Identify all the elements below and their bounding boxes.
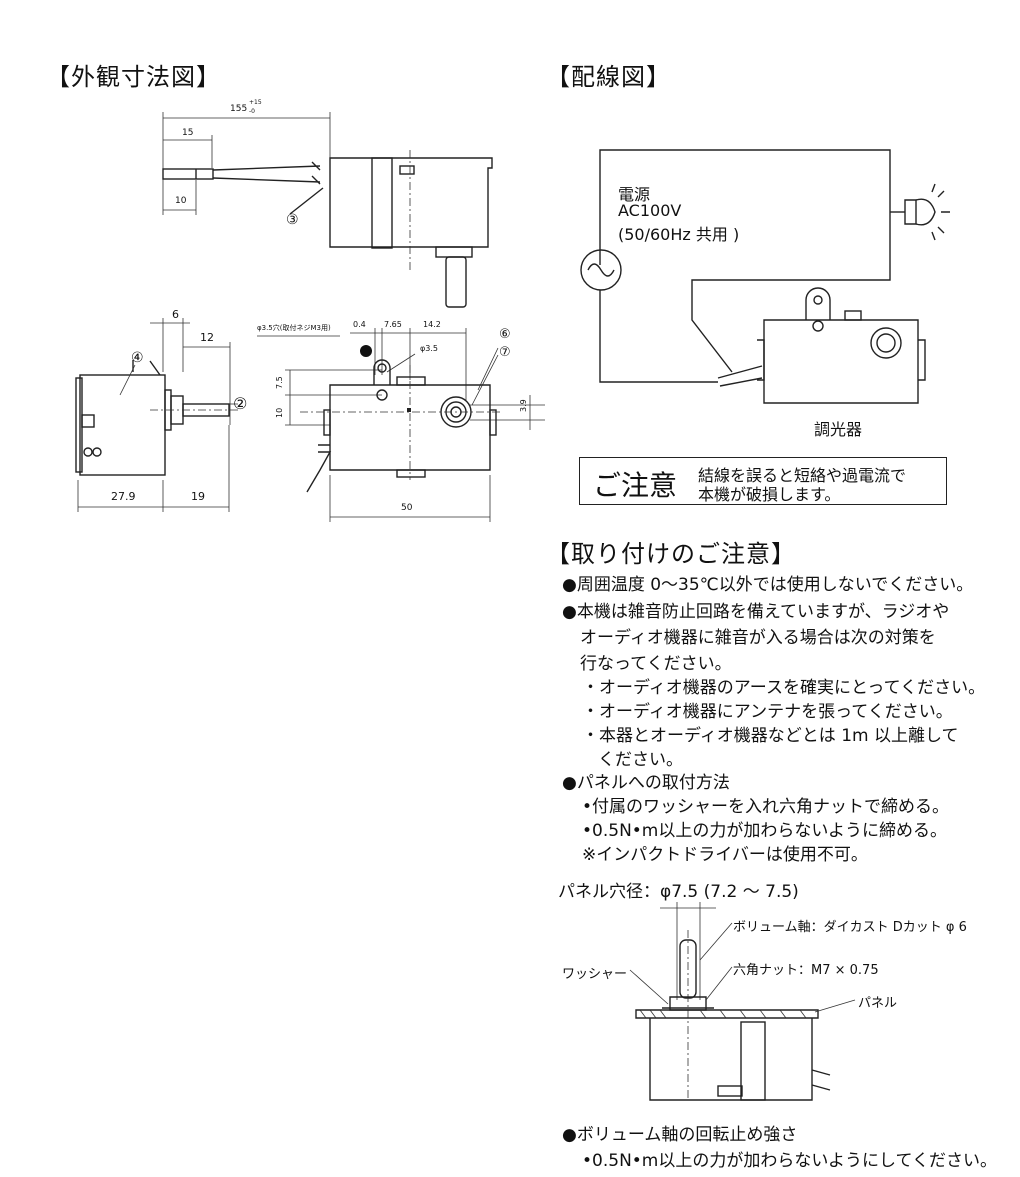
dimmer-label: 調光器 [814, 420, 863, 439]
dim-6: 6 [172, 308, 179, 321]
dim-10: 10 [175, 196, 187, 206]
caution-title: ご注意 [593, 469, 678, 502]
callout-7: ⑦ [499, 345, 511, 360]
caution-line-1: 結線を誤ると短絡や過電流で [698, 466, 907, 485]
source-label-3: (50/60Hz 共用 ) [618, 225, 740, 244]
panel [635, 1009, 819, 1019]
shaft-label: ボリューム軸：ダイカスト Dカット φ 6 [733, 920, 967, 935]
dim-155-tol-lower: -0 [249, 108, 255, 115]
dim-155: 155 [230, 104, 247, 114]
dimmer-body [763, 319, 919, 404]
dim-10-v: 10 [275, 408, 284, 418]
wiring-diagram-heading: 【配線図】 [546, 63, 671, 91]
note-3a: •付属のワッシャーを入れ六角ナットで締める。 [582, 797, 950, 817]
dim-14-2: 14.2 [423, 320, 441, 329]
lamp-bulb [915, 198, 936, 226]
side-view: 6 12 ④ ② 27.9 19 [75, 308, 247, 512]
top-view: 155 +15 -0 15 10 ③ [162, 99, 493, 308]
callout-2: ② [233, 394, 247, 413]
note-3: ●パネルへの取付方法 [562, 773, 730, 793]
note-2a: ●本機は雑音防止回路を備えていますが、ラジオや [562, 602, 950, 622]
note-3b: •0.5N•m以上の力が加わらないように締める。 [582, 821, 948, 841]
caution-line-2: 本機が破損します。 [698, 485, 841, 504]
wiring-diagram [580, 149, 950, 404]
washer-label: ワッシャー [562, 967, 628, 982]
mounting-diagram [629, 902, 856, 1101]
source-label-1: 電源 [618, 185, 651, 204]
dim-155-tol-upper: +15 [249, 99, 262, 106]
note-3c: ※インパクトドライバーは使用不可。 [582, 845, 868, 865]
mounting-notes-heading: 【取り付けのご注意】 [546, 540, 796, 568]
note-1: ●周囲温度 0～35℃以外では使用しないでください。 [562, 575, 974, 595]
note-2f: ・本器とオーディオ機器などとは 1m 以上離して [582, 726, 959, 746]
caution-box: ご注意 結線を誤ると短絡や過電流で 本機が破損します。 [579, 457, 947, 505]
dim-15: 15 [182, 128, 193, 138]
dim-3-9: 3.9 [519, 399, 528, 412]
note-2d: ・オーディオ機器のアースを確実にとってください。 [582, 678, 986, 698]
source-label-2: AC100V [618, 201, 682, 220]
front-view: φ3.5穴(取付ネジM3用) 0.4 7.65 14.2 φ3.5 ⑥ ⑦ 7.… [257, 320, 545, 522]
note-2c: 行なってください。 [580, 654, 732, 674]
callout-3: ③ [286, 212, 299, 228]
dim-50: 50 [401, 503, 413, 513]
dim-12: 12 [200, 331, 214, 344]
dim-phi-3-5: φ3.5 [420, 344, 438, 353]
note-4: ●ボリューム軸の回転止め強さ [562, 1125, 798, 1145]
lamp-base [904, 199, 917, 225]
outline-dimensions-heading: 【外観寸法図】 [46, 63, 221, 91]
dim-27-9: 27.9 [111, 490, 136, 503]
panel-label: パネル [858, 996, 898, 1011]
callout-1-marker [360, 345, 372, 357]
note-4a: •0.5N•m以上の力が加わらないようにしてください。 [582, 1151, 998, 1171]
callout-4: ④ [131, 350, 144, 366]
dim-7-65: 7.65 [384, 320, 402, 329]
dim-19: 19 [191, 490, 205, 503]
hole-note: φ3.5穴(取付ネジM3用) [257, 323, 331, 332]
nut-label: 六角ナット：M7 × 0.75 [733, 963, 879, 978]
note-2b: オーディオ機器に雑音が入る場合は次の対策を [580, 628, 936, 648]
dim-7-5: 7.5 [275, 376, 284, 389]
note-2e: ・オーディオ機器にアンテナを張ってください。 [582, 702, 953, 722]
callout-6: ⑥ [499, 327, 511, 342]
note-2g: ください。 [598, 750, 683, 770]
dim-0-4: 0.4 [353, 320, 366, 329]
panel-hole-diameter: パネル穴径：φ7.5 (7.2 ～ 7.5) [558, 882, 799, 902]
ac-source-symbol [580, 249, 622, 291]
